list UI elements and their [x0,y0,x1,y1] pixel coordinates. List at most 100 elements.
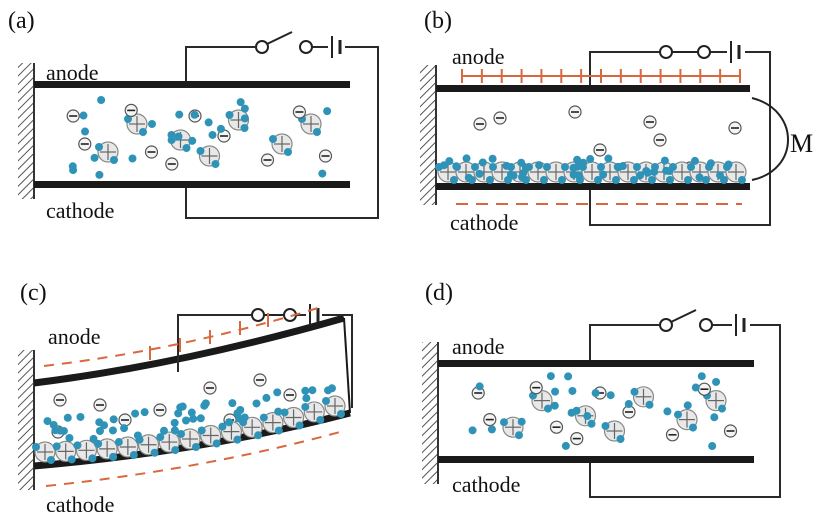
cation-icon [171,446,180,455]
cation-icon [614,163,623,172]
cation-icon [586,155,595,164]
switch-icon[interactable] [255,31,313,54]
panel-c-label: (c) [20,280,47,306]
large-cation-icon [630,386,655,409]
cation-icon [716,171,725,180]
cation-icon [236,98,245,107]
cathode-label: cathode [450,210,518,235]
cation-icon [218,422,227,431]
cation-icon [233,435,242,444]
battery-icon [331,36,342,58]
cation-icon [630,387,639,396]
hatched-wall-icon [18,350,34,490]
cation-icon [69,166,78,175]
cation-icon [462,154,471,163]
cathode-label: cathode [46,198,114,223]
cation-icon [488,154,497,163]
cation-icon [95,170,104,179]
cation-icon [636,171,645,180]
cation-icon [561,441,570,450]
battery-icon [735,314,746,336]
cation-icon [175,110,184,119]
electrolyte-ions [32,373,346,464]
cation-icon [63,413,72,422]
large-cation-icon [225,109,250,132]
cation-icon [95,143,103,151]
cation-icon [90,153,99,162]
panel-a-label: (a) [8,8,35,34]
anion-icon [570,432,584,446]
large-cation-icon [177,428,201,451]
cation-icon [32,443,40,451]
cation-icon [212,439,221,448]
cation-icon [690,156,699,165]
cation-icon [97,96,106,105]
cation-icon [633,163,641,171]
cation-icon [517,158,526,167]
cation-icon [201,399,210,408]
cation-icon [109,415,118,424]
cation-icon [475,169,484,178]
large-cation-icon [674,409,698,432]
cation-icon [67,455,76,464]
cation-icon [597,163,605,171]
cation-icon [612,176,620,184]
cation-icon [295,421,304,430]
electrolyte-ions [435,105,747,184]
anion-icon [653,133,667,147]
cation-icon [662,166,671,175]
anion-icon [260,153,275,167]
anion-icon [493,111,507,125]
cation-icon [182,144,191,152]
switch-icon[interactable] [659,309,713,332]
cation-icon [599,170,608,179]
cation-icon [471,163,479,171]
anion-icon [53,393,67,407]
cation-icon [475,382,484,391]
anion-icon [549,420,564,434]
cation-icon [108,426,117,435]
cation-icon [225,111,234,119]
cation-icon [550,401,559,410]
cation-icon [601,422,610,430]
cation-icon [687,163,695,171]
cation-icon [252,399,261,408]
anion-icon [529,381,543,395]
cation-icon [95,418,104,427]
cathode-label: cathode [452,472,520,497]
cation-icon [544,404,552,413]
large-cation-icon [280,406,305,430]
cation-icon [650,167,659,176]
circuit-wire [185,46,379,219]
anion-icon [124,103,138,118]
anion-icon [473,117,487,131]
anion-icon [292,105,306,119]
cation-icon [262,393,271,402]
cation-icon [643,168,652,177]
anion-icon [153,403,167,417]
cation-icon [273,388,282,397]
cation-icon [324,386,333,395]
closed-switch-icon[interactable] [251,308,297,322]
cation-icon [170,426,179,435]
cation-icon [197,426,206,435]
anion-icon [665,428,680,442]
closed-switch-icon[interactable] [659,45,711,59]
circuit-wire [177,314,353,408]
anion-icon [483,413,497,427]
cation-icon [170,418,179,427]
cation-icon [323,107,332,116]
cation-icon [204,118,213,127]
anion-icon [283,388,297,402]
cation-icon [140,408,149,417]
anion-icon [318,149,333,163]
cation-icon [604,154,613,163]
large-cation-icon [196,145,221,168]
anion-icon [118,413,132,427]
large-cation-icon [322,395,346,418]
anion-icon [723,424,738,438]
cation-icon [178,402,187,411]
cation-icon [648,176,656,184]
cation-icon [337,410,345,418]
cation-icon [284,148,292,156]
